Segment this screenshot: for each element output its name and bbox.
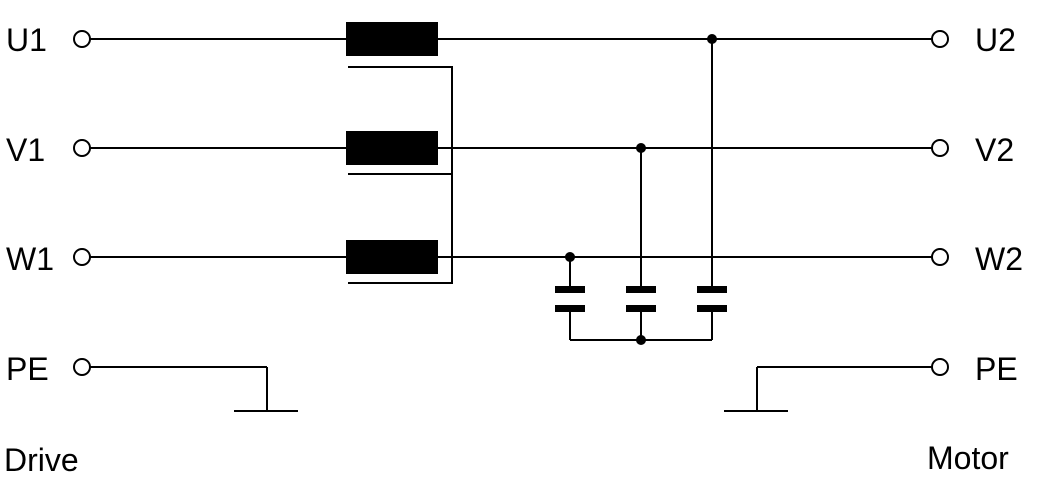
capacitor-u: [697, 286, 727, 312]
label-w1: W1: [6, 241, 54, 277]
pe-drive-wire: [90, 366, 298, 412]
label-pe-motor: PE: [975, 351, 1018, 387]
label-pe-drive: PE: [6, 351, 49, 387]
label-w2: W2: [975, 241, 1023, 277]
terminal-pe-motor: [931, 358, 949, 376]
capacitor-v: [626, 286, 656, 312]
terminal-w2: [931, 248, 949, 266]
caption-drive: Drive: [4, 442, 79, 478]
capacitor-w: [555, 286, 585, 312]
label-u1: U1: [6, 22, 47, 58]
cap-drop-u: [707, 34, 717, 287]
terminal-w1: [73, 248, 91, 266]
terminal-v2: [931, 139, 949, 157]
terminal-v1: [73, 139, 91, 157]
capacitor-star-point: [569, 311, 713, 345]
cap-drop-w: [565, 252, 575, 287]
label-v1: V1: [6, 132, 45, 168]
terminal-u2: [931, 30, 949, 48]
terminal-u1: [73, 30, 91, 48]
pe-motor-wire: [724, 366, 932, 412]
choke-w: [346, 240, 438, 274]
label-u2: U2: [975, 22, 1016, 58]
label-v2: V2: [975, 132, 1014, 168]
choke-v: [346, 131, 438, 165]
terminal-pe-drive: [73, 358, 91, 376]
choke-u: [346, 22, 438, 56]
cap-drop-v: [636, 143, 646, 287]
caption-motor: Motor: [927, 440, 1009, 476]
choke-core: [348, 66, 453, 284]
